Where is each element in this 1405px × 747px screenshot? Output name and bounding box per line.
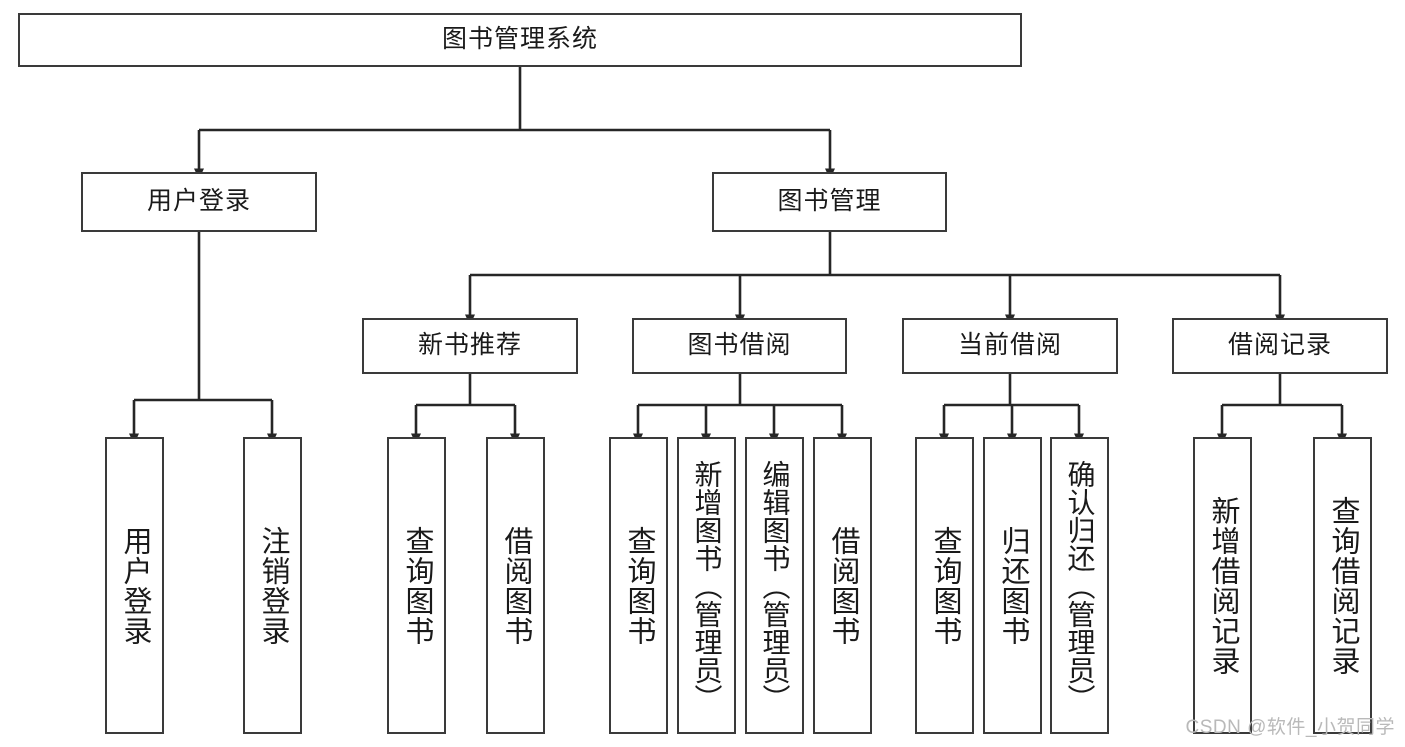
node-leaf-logout[interactable]: 注销登录 — [243, 437, 302, 734]
node-book-borrow[interactable]: 图书借阅 — [632, 318, 847, 374]
node-leaf-add-record-label: 新增借阅记录 — [1207, 495, 1239, 676]
node-root[interactable]: 图书管理系统 — [18, 13, 1022, 67]
node-current-borrow-label: 当前借阅 — [957, 331, 1062, 360]
node-leaf-logout-label: 注销登录 — [257, 525, 289, 646]
node-leaf-borrow-book-label: 借阅图书 — [827, 525, 859, 646]
node-current-borrow[interactable]: 当前借阅 — [902, 318, 1118, 374]
node-leaf-borrow-book[interactable]: 借阅图书 — [813, 437, 872, 734]
node-leaf-query-book-rec-label: 查询图书 — [401, 525, 433, 646]
node-new-book-recommend[interactable]: 新书推荐 — [362, 318, 578, 374]
node-leaf-query-record[interactable]: 查询借阅记录 — [1313, 437, 1372, 734]
node-leaf-user-login[interactable]: 用户登录 — [105, 437, 164, 734]
node-leaf-user-login-label: 用户登录 — [119, 525, 151, 646]
node-book-borrow-label: 图书借阅 — [687, 331, 792, 360]
node-leaf-edit-book-label: 编辑图书（管理员） — [759, 459, 791, 712]
node-leaf-return-book[interactable]: 归还图书 — [983, 437, 1042, 734]
node-leaf-add-book-label: 新增图书（管理员） — [691, 459, 723, 712]
node-leaf-query-book-label: 查询图书 — [623, 525, 655, 646]
node-leaf-add-record[interactable]: 新增借阅记录 — [1193, 437, 1252, 734]
node-leaf-borrow-book-rec-label: 借阅图书 — [500, 525, 532, 646]
node-leaf-add-book[interactable]: 新增图书（管理员） — [677, 437, 736, 734]
node-leaf-return-book-label: 归还图书 — [997, 525, 1029, 646]
node-leaf-query-book-cur-label: 查询图书 — [929, 525, 961, 646]
node-borrow-record[interactable]: 借阅记录 — [1172, 318, 1388, 374]
node-root-label: 图书管理系统 — [441, 25, 598, 54]
node-leaf-borrow-book-rec[interactable]: 借阅图书 — [486, 437, 545, 734]
node-user-login-label: 用户登录 — [146, 187, 251, 216]
node-user-login[interactable]: 用户登录 — [81, 172, 317, 232]
node-leaf-query-record-label: 查询借阅记录 — [1327, 495, 1359, 676]
node-leaf-query-book-cur[interactable]: 查询图书 — [915, 437, 974, 734]
node-leaf-confirm-return[interactable]: 确认归还（管理员） — [1050, 437, 1109, 734]
watermark: CSDN @软件_小贺同学 — [1185, 717, 1395, 738]
node-borrow-record-label: 借阅记录 — [1227, 331, 1332, 360]
node-new-book-recommend-label: 新书推荐 — [417, 331, 522, 360]
node-leaf-query-book[interactable]: 查询图书 — [609, 437, 668, 734]
node-leaf-confirm-return-label: 确认归还（管理员） — [1064, 459, 1096, 712]
node-leaf-query-book-rec[interactable]: 查询图书 — [387, 437, 446, 734]
node-book-manage[interactable]: 图书管理 — [712, 172, 947, 232]
node-book-manage-label: 图书管理 — [777, 187, 882, 216]
node-leaf-edit-book[interactable]: 编辑图书（管理员） — [745, 437, 804, 734]
